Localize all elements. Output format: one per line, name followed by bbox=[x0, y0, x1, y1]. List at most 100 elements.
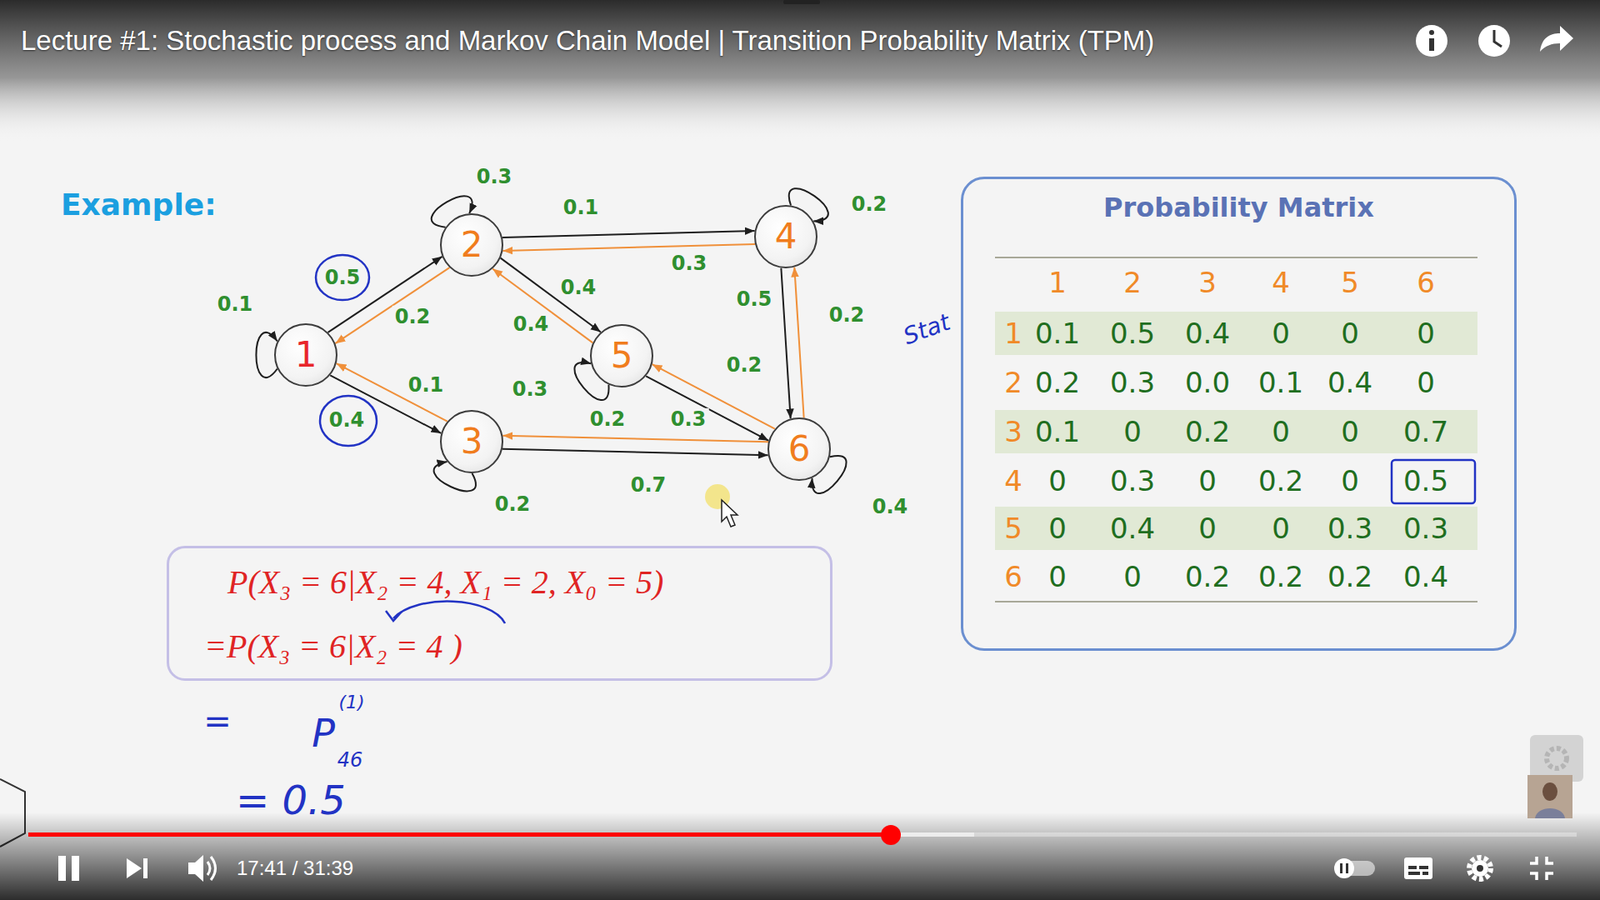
panel-heading: Probability Matrix bbox=[1103, 192, 1375, 224]
decoration bbox=[1469, 857, 1491, 880]
column-state: 2 bbox=[1123, 265, 1142, 300]
decoration bbox=[1429, 30, 1435, 35]
decoration bbox=[1429, 38, 1435, 51]
highlight-box bbox=[1391, 460, 1475, 504]
transition-probability: 0.4 bbox=[558, 276, 600, 299]
matrix-cell: 0 bbox=[1048, 560, 1067, 594]
info-icon bbox=[1415, 25, 1448, 57]
video-title: Lecture #1: Stochastic process and Marko… bbox=[20, 25, 1155, 57]
state-number: 1 bbox=[295, 337, 318, 373]
state-number: 4 bbox=[775, 219, 798, 255]
matrix-cell: 0 bbox=[1416, 316, 1435, 350]
top-shade bbox=[0, 0, 1600, 142]
formula-line: P(X₃ = 6|X₂ = 4, X₁ = 2, X₀ = 5) bbox=[227, 563, 664, 602]
decoration bbox=[1471, 860, 1489, 877]
webcam-person bbox=[1535, 808, 1565, 819]
column-state: 6 bbox=[1416, 265, 1435, 300]
decoration bbox=[1494, 30, 1502, 47]
matrix-cell: 0 bbox=[1340, 464, 1360, 498]
transition-arrow bbox=[502, 435, 769, 442]
pause-icon bbox=[58, 855, 80, 881]
matrix-cell: 0.4 bbox=[1403, 560, 1449, 594]
handwritten-arrowhead bbox=[385, 610, 402, 621]
subtitles-icon bbox=[1404, 857, 1433, 880]
top-notch bbox=[783, 0, 820, 5]
row-state: 4 bbox=[1004, 464, 1023, 498]
column-state: 1 bbox=[1048, 265, 1067, 300]
matrix-cell: 0 bbox=[1123, 560, 1142, 594]
handwritten-subscript: 46 bbox=[337, 748, 364, 772]
transition-probability: 0.2 bbox=[587, 408, 629, 430]
matrix-cell: 0.2 bbox=[1035, 365, 1080, 400]
state-number: 6 bbox=[788, 431, 811, 467]
progress-played bbox=[28, 832, 891, 837]
state-number: 3 bbox=[460, 424, 484, 460]
gear-box bbox=[1530, 735, 1584, 782]
gear-icon bbox=[1546, 748, 1567, 769]
decoration bbox=[1422, 871, 1429, 875]
transition-arrow bbox=[645, 375, 769, 440]
matrix-cell: 0 bbox=[1123, 415, 1142, 449]
transition-probability: 0.5 bbox=[734, 288, 775, 310]
state-circle: 6 bbox=[767, 417, 831, 481]
state-circle: 3 bbox=[440, 410, 504, 474]
bottom-shade bbox=[0, 812, 1600, 900]
matrix-cell: 0 bbox=[1198, 464, 1217, 498]
decoration bbox=[71, 855, 80, 881]
matrix-cell: 0.1 bbox=[1258, 365, 1304, 400]
decoration bbox=[143, 858, 148, 879]
state-circle: 5 bbox=[590, 324, 654, 388]
row-state: 3 bbox=[1004, 415, 1023, 449]
transition-probability: 0.2 bbox=[724, 354, 765, 376]
decoration bbox=[1408, 871, 1420, 875]
decoration bbox=[1345, 863, 1349, 874]
matrix-cell: 0 bbox=[1340, 415, 1360, 449]
transition-probability: 0.2 bbox=[826, 304, 868, 326]
decoration bbox=[1340, 863, 1343, 874]
column-state: 3 bbox=[1198, 265, 1217, 300]
matrix-cell: 0.7 bbox=[1403, 415, 1449, 449]
matrix-cell: 0.3 bbox=[1327, 511, 1373, 545]
handwritten-equals: = bbox=[203, 701, 232, 740]
handwritten-note: Stat bbox=[900, 308, 955, 350]
matrix-cell: 0.4 bbox=[1110, 511, 1155, 545]
matrix-cell: 0.3 bbox=[1110, 464, 1155, 498]
matrix-cell: 0.2 bbox=[1327, 560, 1373, 594]
share-icon bbox=[1540, 25, 1574, 52]
row-state: 2 bbox=[1004, 365, 1023, 400]
highlight-ring bbox=[320, 395, 377, 446]
matrix-cell: 0.1 bbox=[1035, 316, 1080, 350]
matrix-cell: 0.5 bbox=[1110, 316, 1155, 350]
transition-arrow bbox=[794, 267, 804, 419]
transition-probability: 0.2 bbox=[849, 193, 890, 215]
next-icon bbox=[126, 858, 148, 879]
matrix-cell: 0 bbox=[1271, 415, 1290, 449]
transition-probability: 0.2 bbox=[492, 493, 534, 515]
transition-probability: 0.4 bbox=[326, 409, 368, 431]
decoration bbox=[1419, 865, 1429, 870]
matrix-cell: 0.3 bbox=[1110, 365, 1155, 400]
transition-probability: 0.7 bbox=[628, 474, 670, 496]
decoration bbox=[188, 855, 204, 882]
matrix-cell: 0.2 bbox=[1185, 560, 1230, 594]
row-state: 6 bbox=[1004, 560, 1023, 594]
transition-probability: 0.3 bbox=[668, 408, 710, 430]
transition-arrow bbox=[502, 449, 769, 455]
transition-probability: 0.1 bbox=[560, 196, 602, 219]
volume-icon bbox=[188, 855, 216, 882]
decoration bbox=[1408, 865, 1417, 870]
matrix-cell: 0 bbox=[1198, 511, 1217, 545]
decoration bbox=[995, 600, 1478, 603]
formula-box: P(X₃ = 6|X₂ = 4, X₁ = 2, X₀ = 5)=P(X₃ = … bbox=[166, 545, 833, 681]
row-state: 1 bbox=[1004, 316, 1023, 350]
transition-arrow bbox=[780, 268, 790, 420]
decoration bbox=[995, 410, 1478, 454]
transition-probability: 0.1 bbox=[405, 374, 447, 396]
mouse-cursor bbox=[721, 500, 738, 527]
matrix-cell: 0 bbox=[1340, 316, 1360, 350]
decoration bbox=[58, 855, 66, 881]
decoration bbox=[207, 861, 210, 875]
decoration bbox=[995, 506, 1478, 550]
transition-probability: 0.4 bbox=[510, 313, 552, 335]
decoration bbox=[210, 856, 216, 880]
